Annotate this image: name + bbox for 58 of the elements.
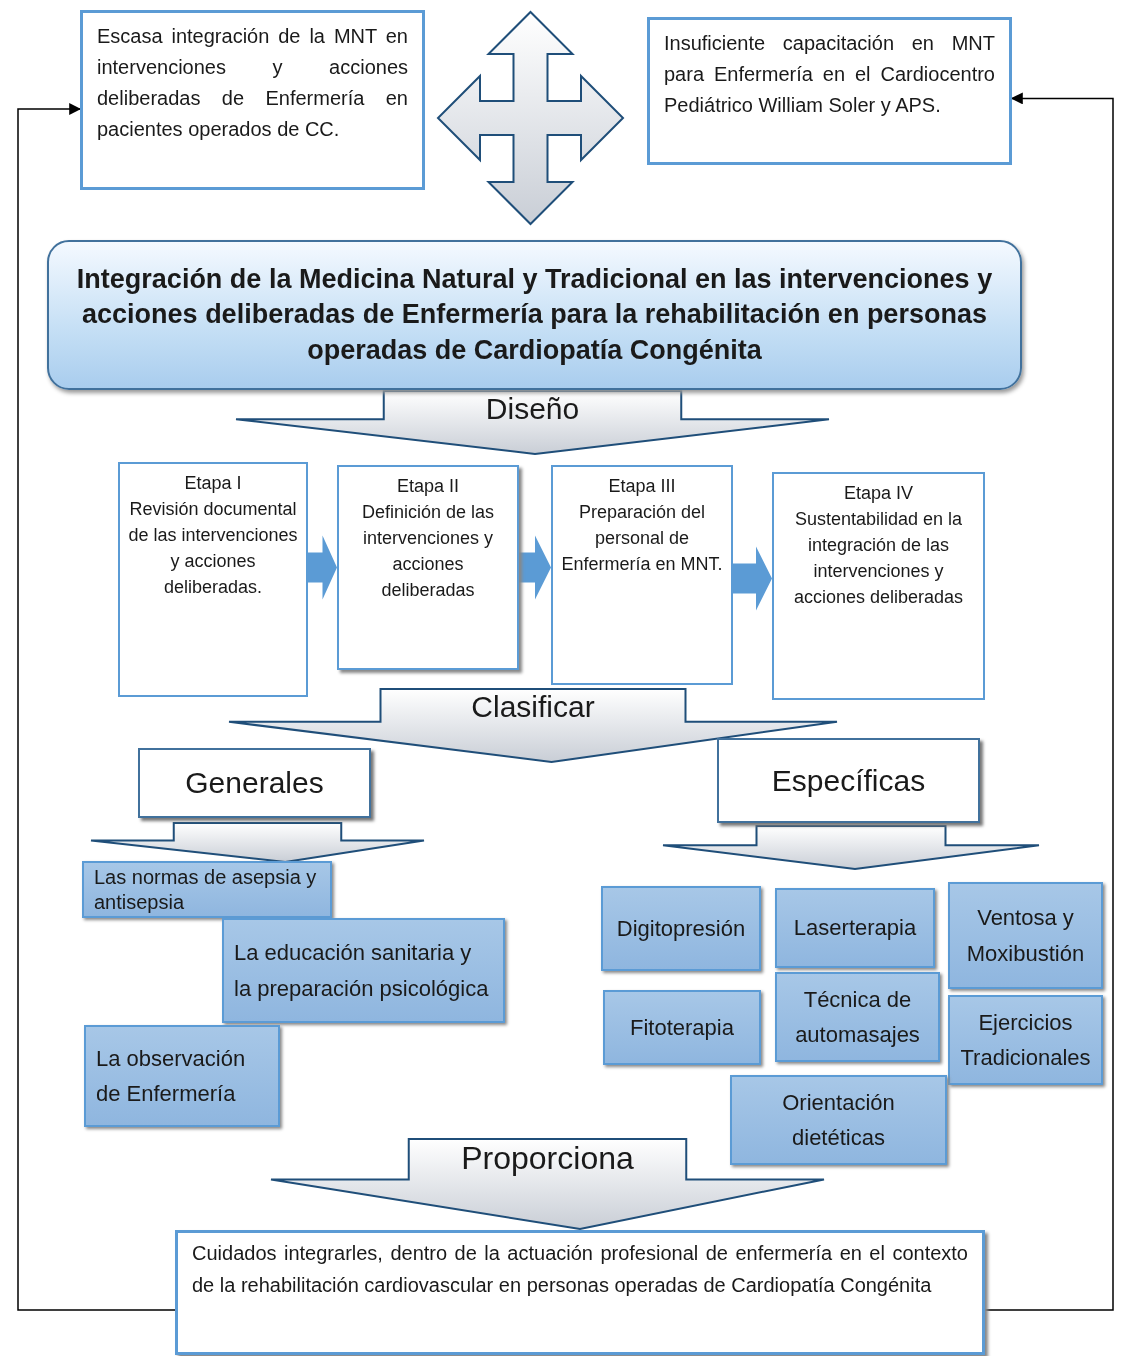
stage-box <box>772 472 985 700</box>
technique-box <box>84 1025 280 1127</box>
technique-label: Las normas de asepsia y antisepsia <box>94 864 318 915</box>
technique-box <box>82 861 332 918</box>
technique-box <box>948 995 1103 1085</box>
problem-box <box>80 10 425 190</box>
technique-label: Ejercicios Tradicionales <box>960 1008 1091 1072</box>
problem-box <box>647 17 1012 165</box>
technique-box <box>730 1075 947 1165</box>
stage-box <box>551 465 733 685</box>
problem-text: Escasa integración de la MNT en intervenciones y acciones deliberadas de Enfermería en pacientes operados de CC. <box>97 24 408 142</box>
stage-description: Sustentabilidad en la integración de las intervenciones y acciones deliberadas <box>792 508 965 610</box>
stage-box <box>337 465 519 670</box>
technique-box <box>601 886 761 971</box>
stage-heading: Etapa IV <box>842 482 914 505</box>
block-arrow <box>519 535 551 600</box>
technique-label: Digitopresión <box>616 914 746 943</box>
edge-label: Diseño <box>484 392 581 426</box>
category-box <box>717 738 980 823</box>
problem-text: Insuficiente capacitación en MNT para Enfermería en el Cardiocentro Pediátrico William Soler y APS. <box>664 31 995 118</box>
technique-label: Fitoterapia <box>630 1013 734 1042</box>
feedback-arrow <box>984 92 1114 1311</box>
technique-label: Laserterapia <box>793 914 917 943</box>
technique-box <box>948 882 1103 989</box>
banner-title: Integración de la Medicina Natural y Tradicional en las intervenciones y acciones deliberadas de Enfermería para la rehabilitación en personas operadas de Cardiopatía Congénita <box>75 263 994 367</box>
category-box <box>138 748 371 818</box>
block-arrow <box>308 535 337 600</box>
funnel-arrow <box>90 822 425 863</box>
technique-box <box>222 918 505 1023</box>
technique-box <box>775 972 940 1062</box>
edge-label: Clasificar <box>470 690 596 724</box>
technique-label: Técnica de automasajes <box>794 985 921 1049</box>
technique-label: Ventosa y Moxibustión <box>965 904 1086 968</box>
stage-description: Revisión documental de las intervenciones y acciones deliberadas. <box>128 498 298 600</box>
stage-heading: Etapa I <box>183 472 243 495</box>
technique-label: Orientación dietéticas <box>781 1088 896 1152</box>
stage-description: Definición de las intervenciones y acciones deliberadas <box>360 501 496 603</box>
outcome-text: Cuidados integrarles, dentro de la actuación profesional de enfermería en el contexto de la rehabilitación cardiovascular en personas operadas de Cardiopatía Congénita <box>192 1241 968 1298</box>
four-way-arrow <box>436 10 625 226</box>
outcome-box <box>175 1230 985 1355</box>
technique-box <box>775 888 935 968</box>
stage-box <box>118 462 308 697</box>
stage-description: Preparación del personal de Enfermería en MNT. <box>561 501 723 577</box>
edge-label: Proporciona <box>460 1140 635 1177</box>
technique-box <box>603 990 761 1065</box>
category-label: Específicas <box>771 763 926 798</box>
funnel-arrow <box>228 688 838 763</box>
feedback-arrow <box>17 103 176 1311</box>
technique-label: La educación sanitaria y la preparación psicológica <box>234 939 490 1003</box>
title-banner <box>47 240 1022 390</box>
funnel-arrow <box>270 1138 825 1230</box>
stage-heading: Etapa II <box>395 475 460 498</box>
block-arrow <box>733 546 772 611</box>
technique-label: La observación de Enfermería <box>96 1044 247 1108</box>
category-label: Generales <box>185 766 324 800</box>
funnel-arrow <box>235 390 830 455</box>
stage-heading: Etapa III <box>607 475 677 498</box>
funnel-arrow <box>662 825 1040 870</box>
